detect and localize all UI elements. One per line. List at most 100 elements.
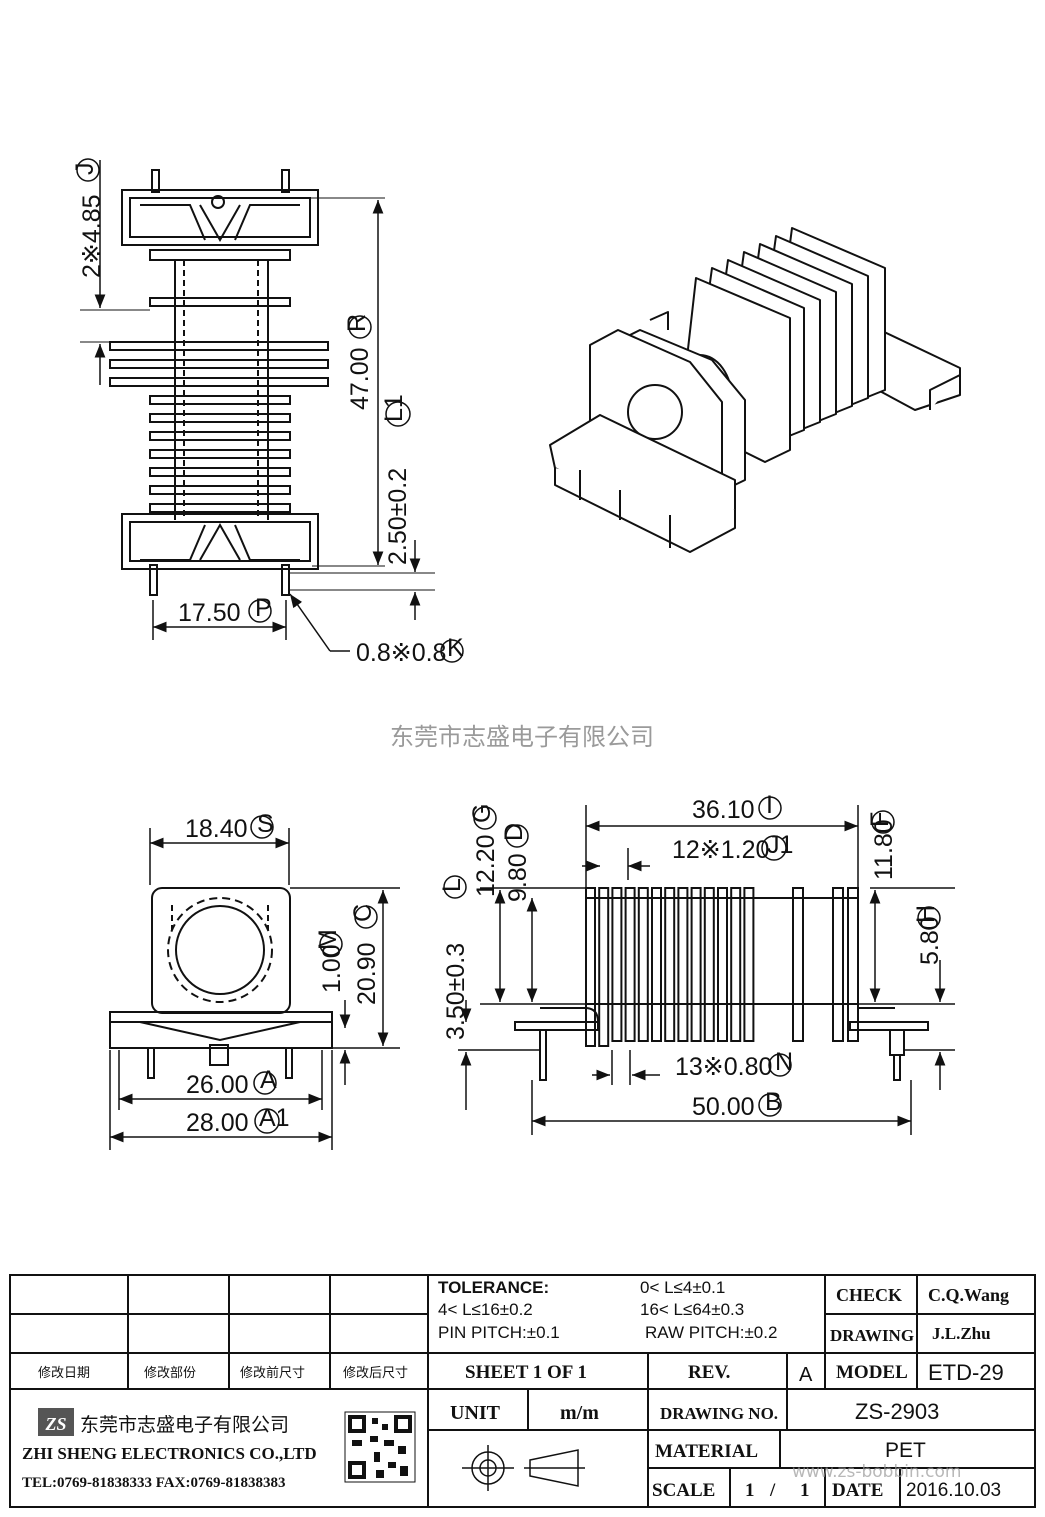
dim-l-mark: L (438, 878, 466, 892)
side-fin (717, 887, 728, 1042)
rev-header-2: 修改前尺寸 (240, 1365, 305, 1380)
title-block (9, 1274, 1036, 1508)
dim-c: 20.90 (353, 942, 381, 1005)
drawing-label: DRAWING (830, 1326, 914, 1345)
dim-b: 50.00 (692, 1093, 755, 1121)
end-view (109, 887, 333, 1079)
front-view (80, 169, 435, 596)
drawing-value: J.L.Zhu (932, 1324, 991, 1343)
side-fin (730, 887, 742, 1042)
dim-l1-mark: L1 (380, 394, 408, 422)
model-value: ETD-29 (928, 1360, 1004, 1385)
rev-label: REV. (688, 1362, 730, 1383)
dim-d-mark: D (500, 823, 528, 841)
bobbin-fins (109, 341, 329, 513)
dim-p-mark: P (255, 594, 272, 622)
dim-b-mark: B (765, 1088, 782, 1116)
rev-value: A (799, 1364, 813, 1386)
dim-j-mark: J (71, 163, 99, 176)
dim-m-mark: M (314, 929, 342, 950)
dim-a-mark: A (260, 1066, 277, 1094)
company-logo: ZS (38, 1408, 74, 1436)
dim-a1: 28.00 (186, 1109, 249, 1137)
material-value: PET (885, 1439, 926, 1462)
rev-header-0: 修改日期 (38, 1365, 90, 1380)
dim-l: 3.50±0.3 (442, 943, 470, 1040)
side-fin (677, 887, 689, 1042)
dim-a1-mark: A1 (259, 1104, 290, 1132)
side-fin (624, 887, 636, 1042)
dim-i-mark: I (766, 791, 773, 819)
pin-pitch: PIN PITCH:±0.1 (438, 1323, 560, 1342)
front-view-dimensions (94, 160, 421, 652)
raw-pitch: RAW PITCH:±0.2 (645, 1323, 777, 1342)
scale-num: 1 (745, 1480, 755, 1501)
end-view-dimensions (109, 828, 400, 1150)
tolerance-3: 16< L≤64±0.3 (640, 1300, 744, 1319)
side-view-dimensions (458, 805, 955, 1135)
sheet-label: SHEET 1 OF 1 (465, 1362, 587, 1383)
tolerance-label: TOLERANCE: (438, 1278, 549, 1297)
dim-n-mark: N (775, 1048, 793, 1076)
side-fin (743, 887, 755, 1042)
tolerance-2: 4< L≤16±0.2 (438, 1300, 533, 1319)
side-fin (651, 887, 662, 1042)
side-fins (585, 887, 755, 1047)
date-label: DATE (832, 1480, 883, 1501)
dim-f-mark: F (866, 812, 894, 827)
company-en: ZHI SHENG ELECTRONICS CO.,LTD (22, 1444, 317, 1463)
projection-symbol (462, 1445, 585, 1491)
watermark-company: 东莞市志盛电子有限公司 (390, 723, 654, 751)
check-value: C.Q.Wang (928, 1285, 1009, 1305)
dim-s-mark: S (257, 810, 274, 838)
isometric-view (549, 227, 961, 553)
model-label: MODEL (836, 1362, 908, 1383)
scale-den: 1 (800, 1480, 810, 1501)
dim-j: 2※4.85 (78, 194, 106, 278)
date-value: 2016.10.03 (906, 1480, 1001, 1501)
bottom-flange (121, 513, 319, 570)
check-label: CHECK (836, 1285, 902, 1305)
dim-j1: 12※1.20 (672, 836, 769, 864)
dim-i: 36.10 (692, 796, 755, 824)
dim-k-mark: K (447, 634, 464, 662)
unit-value: m/m (560, 1402, 599, 1424)
top-flange (121, 189, 319, 246)
side-fin (585, 887, 596, 1047)
dim-c-mark: C (349, 904, 377, 922)
company-cn: 东莞市志盛电子有限公司 (80, 1414, 289, 1436)
rev-header-3: 修改后尺寸 (343, 1365, 408, 1380)
dim-n: 13※0.80 (675, 1053, 772, 1081)
qr-code (344, 1411, 416, 1483)
unit-label: UNIT (450, 1402, 501, 1424)
side-fin (690, 887, 702, 1042)
side-fin (664, 887, 676, 1042)
dim-p: 17.50 (178, 599, 241, 627)
dim-s: 18.40 (185, 815, 248, 843)
logo-text: ZS (44, 1414, 66, 1434)
dim-m: 1.00 (318, 944, 346, 993)
side-view (514, 887, 929, 1081)
tolerance-1: 0< L≤4±0.1 (640, 1278, 725, 1297)
company-tel: TEL:0769-81838333 FAX:0769-81838383 (22, 1475, 285, 1491)
dim-d: 9.80 (504, 853, 532, 902)
scale-sep: / (769, 1480, 776, 1501)
side-fin (637, 887, 649, 1042)
side-fin (703, 887, 715, 1042)
dim-j1-mark: J1 (767, 831, 793, 859)
dim-g-mark: G (468, 804, 496, 823)
drawing-no-value: ZS-2903 (855, 1399, 939, 1424)
material-label: MATERIAL (655, 1441, 758, 1462)
scale-label: SCALE (652, 1480, 715, 1501)
dim-r-mark: R (343, 314, 371, 332)
dim-h-mark: H (912, 905, 940, 923)
dim-r: 47.00 (346, 347, 374, 410)
dim-k: 0.8※0.8 (356, 639, 446, 667)
side-fin (611, 887, 623, 1042)
drawing-no-label: DRAWING NO. (660, 1404, 778, 1423)
dim-a: 26.00 (186, 1071, 249, 1099)
dim-l1: 2.50±0.2 (384, 468, 412, 565)
rev-header-1: 修改部份 (144, 1365, 196, 1380)
dim-g: 12.20 (472, 834, 500, 897)
